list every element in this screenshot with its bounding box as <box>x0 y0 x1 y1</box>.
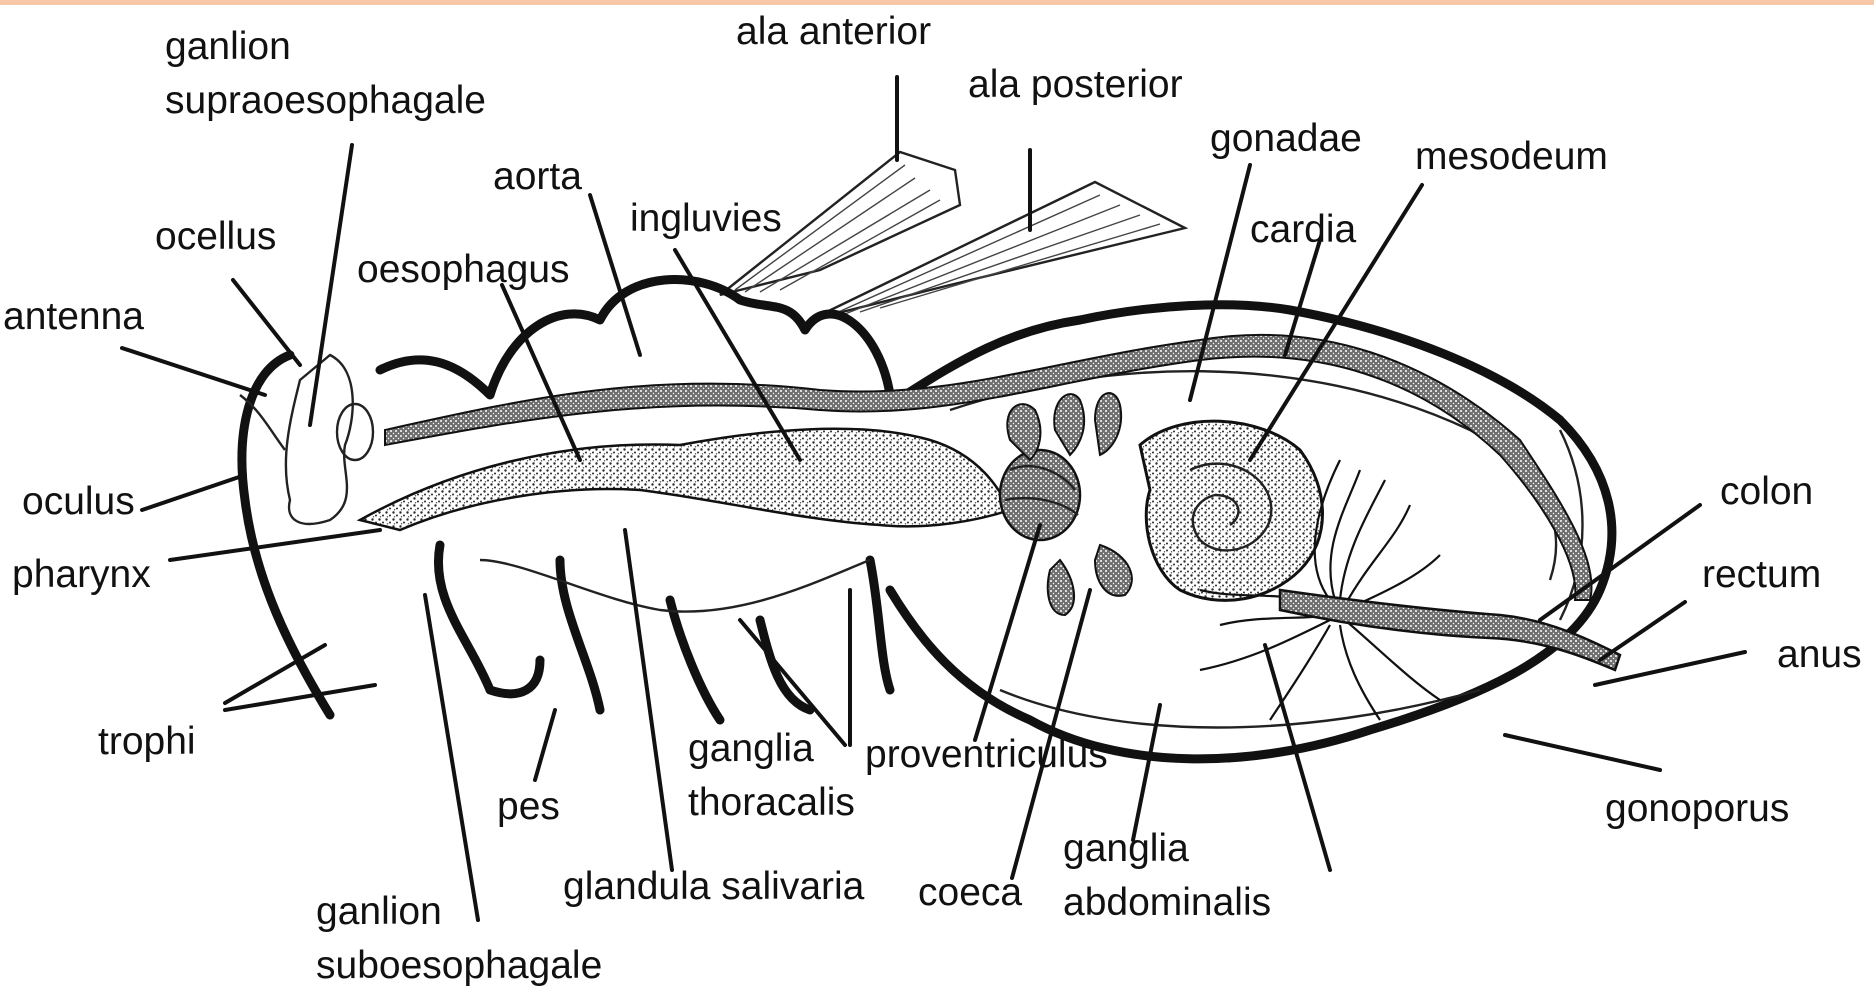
label-coeca: coeca <box>918 866 1022 920</box>
label-proventriculus: proventriculus <box>865 728 1108 782</box>
label-anus: anus <box>1777 628 1862 682</box>
label-ganglia-thoracalis: ganglia thoracalis <box>688 722 855 830</box>
label-ganglia-abdominalis: ganglia abdominalis <box>1063 822 1271 930</box>
label-gonadae: gonadae <box>1210 112 1362 166</box>
label-ala-anterior: ala anterior <box>736 5 931 59</box>
ingluvies-crop <box>360 429 1010 530</box>
label-ganlion-sub-line1: ganlion <box>316 885 602 939</box>
label-oculus: oculus <box>22 475 135 529</box>
legs <box>438 545 890 720</box>
compound-eye <box>337 404 373 460</box>
label-colon: colon <box>1720 465 1813 519</box>
label-ganlion-supra-line1: ganlion <box>165 20 486 74</box>
label-rectum: rectum <box>1702 548 1821 602</box>
label-pharynx: pharynx <box>12 548 151 602</box>
label-ganlion-sub-line2: suboesophagale <box>316 939 602 993</box>
label-antenna: antenna <box>3 290 144 344</box>
label-ingluvies: ingluvies <box>630 192 782 246</box>
label-ganlion-supraoesophagale: ganlion supraoesophagale <box>165 20 486 128</box>
label-mesodeum: mesodeum <box>1415 130 1608 184</box>
label-ganglia-thoracalis-line2: thoracalis <box>688 776 855 830</box>
label-ganglia-abdominalis-line2: abdominalis <box>1063 876 1271 930</box>
label-ganlion-supra-line2: supraoesophagale <box>165 74 486 128</box>
label-ganglia-thoracalis-line1: ganglia <box>688 722 855 776</box>
label-pes: pes <box>497 780 560 834</box>
label-ala-posterior: ala posterior <box>968 58 1183 112</box>
label-glandula-salivaria: glandula salivaria <box>563 860 864 914</box>
label-ganlion-suboesophagale: ganlion suboesophagale <box>316 885 602 993</box>
body-outline <box>380 280 1612 759</box>
label-ganglia-abdominalis-line1: ganglia <box>1063 822 1271 876</box>
label-oesophagus: oesophagus <box>357 243 570 297</box>
hindwing <box>810 182 1185 320</box>
mesodeum-organ <box>1140 421 1323 600</box>
label-gonoporus: gonoporus <box>1605 782 1789 836</box>
label-cardia: cardia <box>1250 203 1356 257</box>
label-ocellus: ocellus <box>155 210 276 264</box>
label-trophi: trophi <box>98 715 196 769</box>
label-aorta: aorta <box>493 150 582 204</box>
